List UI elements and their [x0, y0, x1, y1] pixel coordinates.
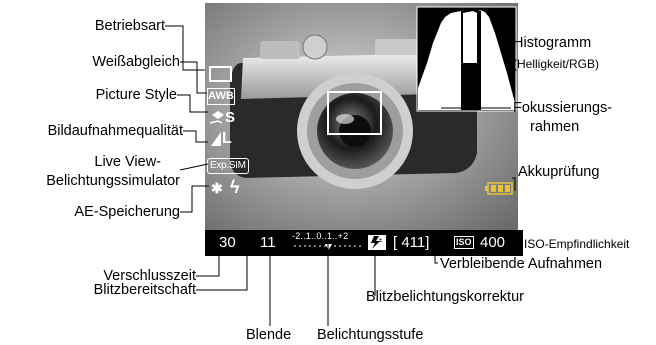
camera-photo	[205, 3, 518, 230]
label-blende: Blende	[246, 327, 291, 343]
label-histogramm: Histogramm	[513, 35, 591, 51]
flash-exposure-compensation-icon: ±	[368, 235, 386, 250]
exposure-simulation-icon: Exp.SIM	[207, 158, 249, 174]
picture-style-icon: S	[208, 109, 236, 125]
label-bildaufnahmequalitaet: Bildaufnahmequalität	[48, 123, 183, 139]
label-blitzbereitschaft: Blitzbereitschaft	[94, 282, 196, 298]
label-akkupruefung: Akkuprüfung	[518, 164, 599, 180]
label-ae-speicherung: AE-Speicherung	[74, 204, 180, 220]
label-live-view-2: Belichtungssimulator	[46, 173, 180, 189]
exposure-level-indicator	[292, 241, 364, 253]
aperture-value: 11	[260, 234, 276, 251]
label-fokus-2: rahmen	[530, 119, 579, 135]
label-live-view-1: Live View-	[94, 154, 161, 170]
exposure-level-scale: -2..1..0..1..+2	[292, 231, 348, 241]
label-iso: ISO-Empfindlichkeit	[524, 236, 629, 252]
label-betriebsart: Betriebsart	[95, 18, 165, 34]
histogram	[417, 7, 516, 111]
white-balance-icon: AWB	[207, 88, 235, 105]
image-quality-icon: L	[210, 131, 234, 149]
label-histogramm-sub: (Helligkeit/RGB)	[513, 56, 599, 72]
label-picture-style: Picture Style	[96, 87, 177, 103]
label-verbleibende: Verbleibende Aufnahmen	[440, 256, 602, 272]
label-blitzbelichtungskorrektur: Blitzbelichtungskorrektur	[366, 289, 524, 305]
label-fokus-1: Fokussierungs-	[513, 100, 612, 116]
svg-text:±: ±	[379, 238, 383, 244]
status-bar: 30 11 -2..1..0..1..+2 ± [ 411] ISO 400	[205, 230, 523, 256]
drive-mode-icon	[209, 66, 232, 82]
iso-value: 400	[480, 234, 505, 251]
iso-icon: ISO	[454, 236, 474, 249]
remaining-shots-value: [ 411]	[393, 234, 429, 251]
label-weissabgleich: Weißabgleich	[92, 54, 180, 70]
ae-lock-icon: ✱	[211, 180, 223, 197]
label-belichtungsstufe: Belichtungsstufe	[317, 327, 423, 343]
shutter-speed-value: 30	[219, 234, 236, 251]
live-view-screen: AWB S L Exp.SIM ✱ ϟ	[205, 3, 518, 230]
flash-ready-icon: ϟ	[230, 177, 240, 198]
